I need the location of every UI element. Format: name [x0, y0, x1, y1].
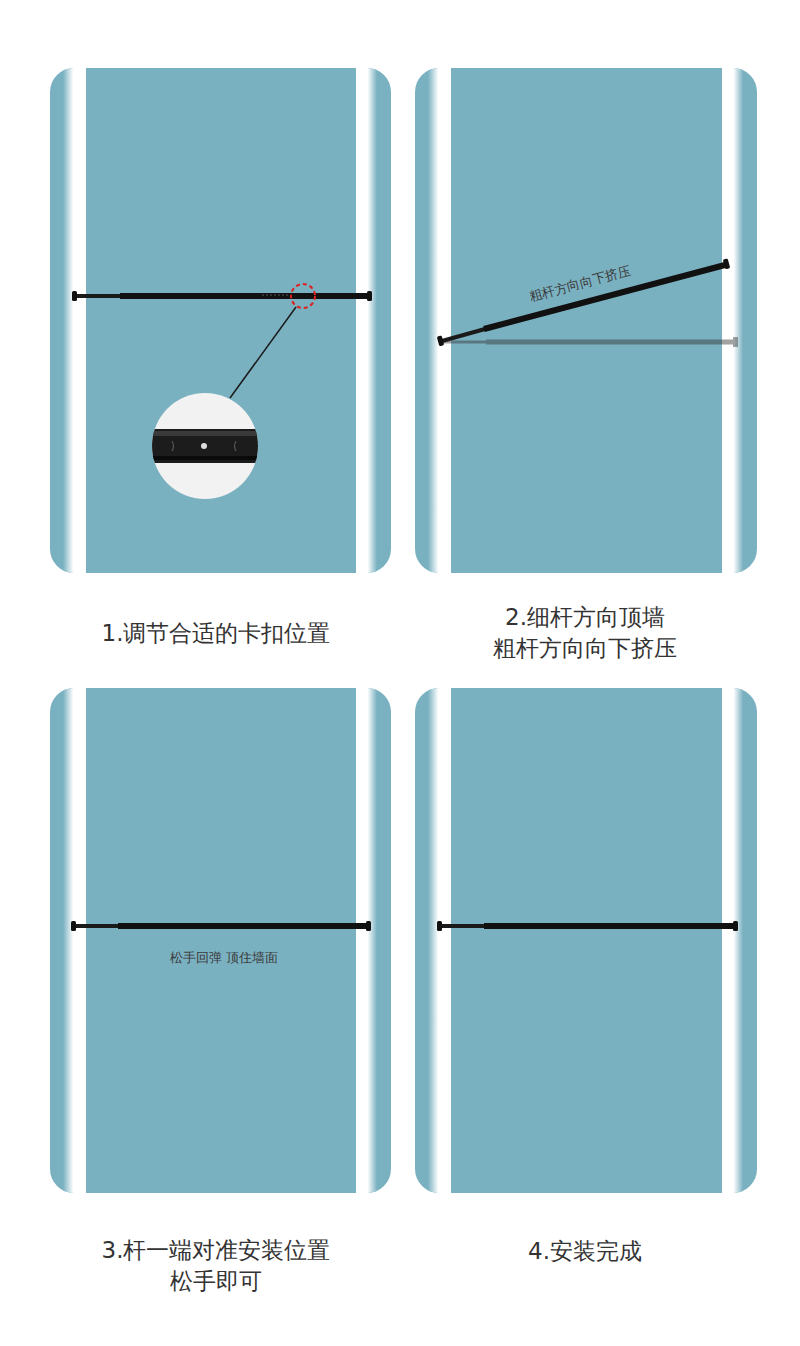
tension-rod [437, 258, 730, 346]
step-caption: 4.安装完成 [460, 1236, 710, 1267]
rod-annotation: 松手回弹 顶住墙面 [170, 950, 278, 966]
panel [415, 68, 757, 573]
ghost-rod [442, 337, 738, 347]
tension-rod [437, 921, 738, 931]
panel [50, 68, 391, 573]
step-caption: 3.杆一端对准安装位置 松手即可 [91, 1235, 341, 1297]
magnifier [150, 393, 260, 499]
tension-rod [72, 291, 372, 301]
panel [50, 688, 391, 1193]
step-caption: 2.细杆方向顶墙 粗杆方向向下挤压 [460, 602, 710, 664]
highlight-circle [291, 284, 315, 308]
step-caption: 1.调节合适的卡扣位置 [91, 618, 341, 649]
tension-rod [71, 921, 371, 931]
panel [415, 688, 757, 1193]
leader-line [230, 307, 296, 398]
